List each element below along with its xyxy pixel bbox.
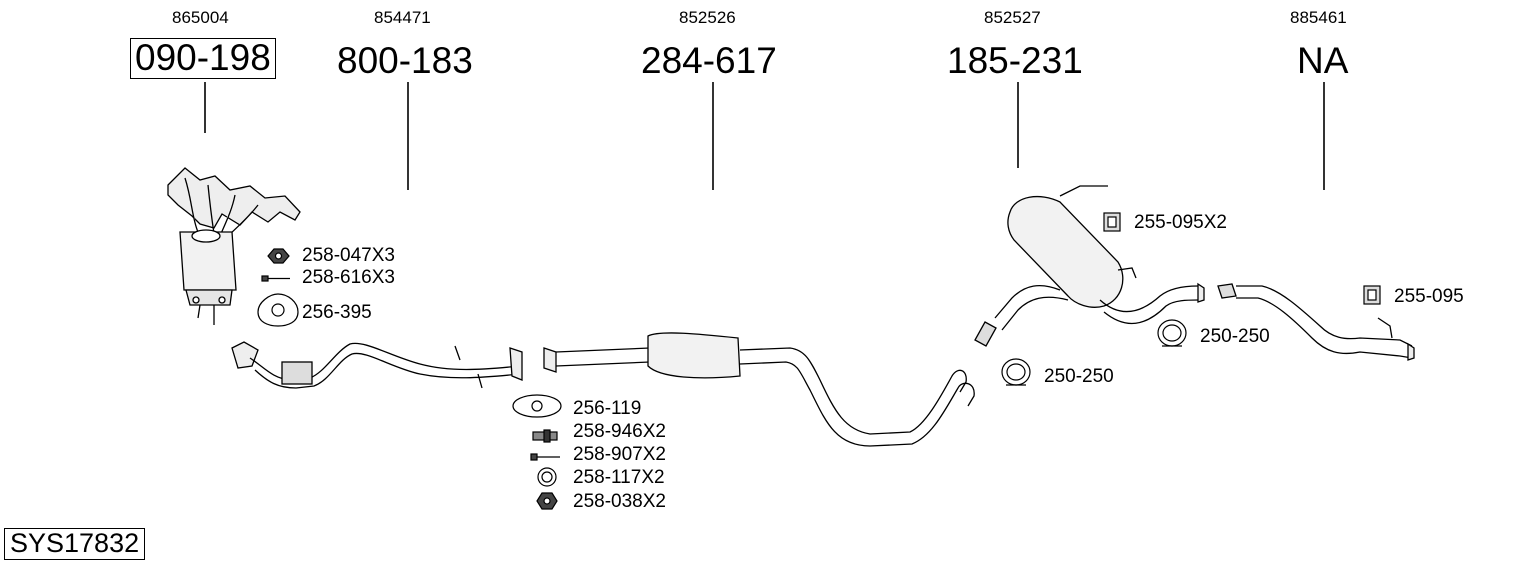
accessory-label: 258-047X3 [302,245,395,266]
front-pipe-drawing [231,341,523,389]
part-number: 800-183 [337,40,473,81]
accessory-icons [257,212,1381,510]
clamp-icon [1001,358,1031,386]
clamp-icon [1157,319,1187,347]
manifold-catalyst-drawing [167,167,301,325]
accessory-label: 255-095 [1394,286,1464,307]
tail-pipe-drawing [1217,283,1415,361]
ring-icon [537,467,557,487]
accessory-label: 258-907X2 [573,444,666,465]
gasket-icon [257,293,299,327]
accessory-label: 258-038X2 [573,491,666,512]
accessory-label: 258-616X3 [302,267,395,288]
rear-silencer-drawing [974,185,1205,347]
oe-number: 885461 [1290,8,1347,27]
gasket-icon [512,394,562,418]
system-code: SYS17832 [4,528,146,560]
accessory-label: 256-395 [302,302,372,323]
accessory-label: 258-117X2 [573,467,665,488]
oe-number: 854471 [374,8,431,27]
accessory-label: 255-095X2 [1134,212,1227,233]
bolt-icon [261,275,290,282]
nut-icon [536,492,558,510]
accessory-label: 250-250 [1200,326,1270,347]
part-number: 284-617 [641,40,777,81]
nut-icon [267,248,290,264]
accessory-label: 256-119 [573,398,642,419]
centre-silencer-drawing [543,332,975,447]
part-number: NA [1297,40,1349,81]
accessory-label: 258-946X2 [573,421,666,442]
oe-number: 852526 [679,8,736,27]
oe-number: 865004 [172,8,229,27]
accessory-label: 250-250 [1044,366,1114,387]
part-number: 185-231 [947,40,1083,81]
stud-icon [532,429,558,443]
rubber-mount-icon [1363,285,1381,305]
rubber-mount-icon [1103,212,1121,232]
bolt-icon [530,453,560,461]
oe-number: 852527 [984,8,1041,27]
part-number: 090-198 [130,38,276,79]
